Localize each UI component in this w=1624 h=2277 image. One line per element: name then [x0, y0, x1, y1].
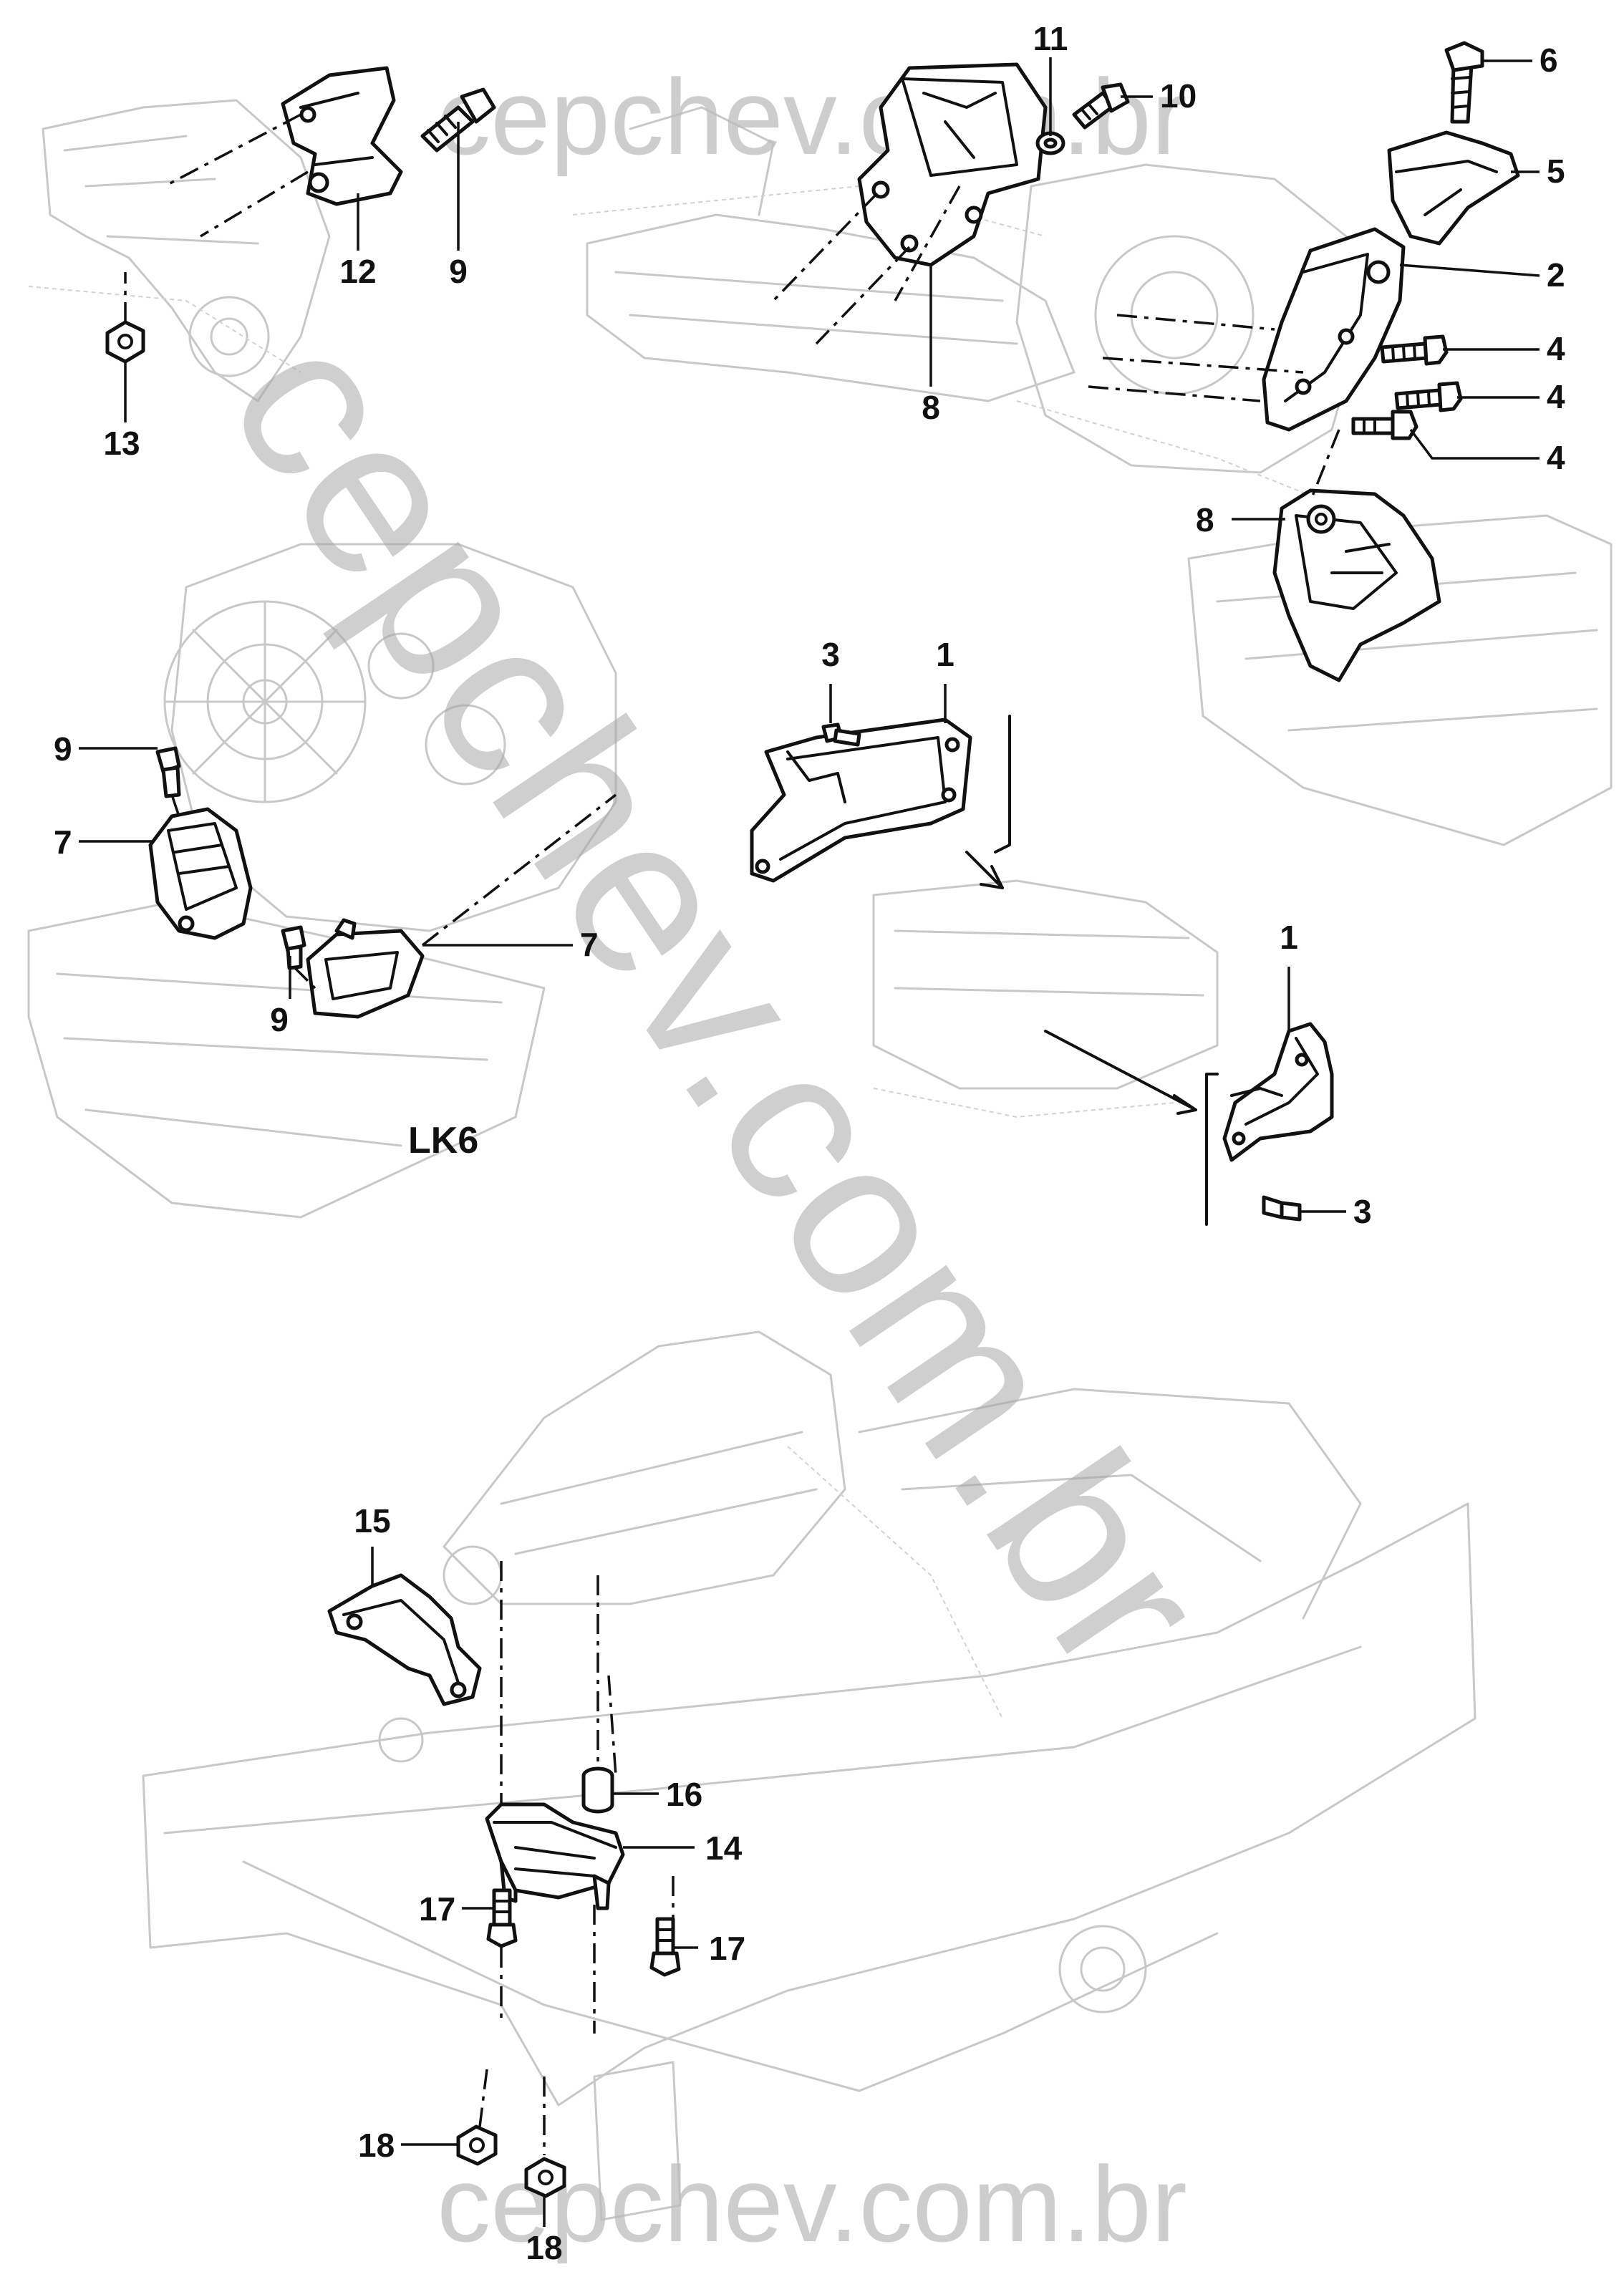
- part-10-bolt: [1072, 82, 1130, 130]
- callout-4-lower: 4: [1547, 439, 1565, 476]
- callout-8-top: 8: [922, 389, 940, 426]
- align-line-2: [1088, 314, 1304, 402]
- watermark-top: cepchev.com.br: [437, 57, 1187, 177]
- part-4-bolt-middle: [1394, 381, 1463, 412]
- callout-15: 15: [354, 1502, 390, 1539]
- part-4-bolt-upper: [1380, 334, 1449, 366]
- callout-17-right: 17: [709, 1930, 745, 1967]
- align-line-lk6: [170, 793, 617, 990]
- part-3-bolt-center-upper: [821, 722, 861, 747]
- callout-2: 2: [1547, 256, 1565, 294]
- part-17-bolt-left: [486, 1888, 518, 1948]
- align-line-8-right: [1309, 429, 1340, 502]
- part-2-transmission-bracket: [1262, 227, 1406, 432]
- part-13-nut: [105, 320, 145, 364]
- callout-6: 6: [1540, 42, 1558, 79]
- callout-17-left: 17: [419, 1890, 455, 1928]
- callout-9-top: 9: [449, 253, 468, 290]
- ghost-frame-top-left: [28, 99, 331, 402]
- callout-9-lk6-lower: 9: [270, 1001, 289, 1038]
- part-6-bolt: [1444, 41, 1484, 124]
- part-15-transmission-support-plate: [327, 1573, 482, 1706]
- leader-lines: [79, 57, 1540, 2227]
- part-9-bolt-lk6-upper: [155, 746, 181, 798]
- callout-1-lower: 1: [1280, 919, 1298, 956]
- detail-bracket-upper: [994, 715, 1011, 854]
- callout-10: 10: [1160, 77, 1197, 115]
- ghost-transmission-bottom: [443, 1330, 846, 1605]
- callout-7-lk6-right: 7: [580, 926, 599, 963]
- callout-4-middle: 4: [1547, 378, 1565, 415]
- ghost-chassis-frame-bottom: [142, 1388, 1476, 2221]
- detail-arrow-upper: [965, 851, 1004, 889]
- callout-12: 12: [339, 253, 376, 290]
- part-5-mount-cover: [1387, 130, 1520, 246]
- part-8-engine-mount-top: [857, 62, 1048, 267]
- part-12-engine-mount-bracket: [281, 66, 403, 206]
- part-16-spacer: [581, 1766, 614, 1814]
- callout-4-upper: 4: [1547, 330, 1565, 367]
- section-label-lk6: LK6: [408, 1120, 478, 1161]
- align-lines-bottom: [478, 1561, 675, 2155]
- part-4-bolt-lower: [1351, 410, 1418, 440]
- detail-bracket-lower: [1205, 1073, 1219, 1226]
- part-9-bolt-top: [420, 87, 496, 153]
- part-7-engine-mount-lk6-left: [148, 807, 253, 940]
- callout-18-left: 18: [358, 2127, 395, 2164]
- callout-11: 11: [1033, 20, 1068, 57]
- callout-3-upper: 3: [821, 636, 840, 673]
- part-11-washer: [1035, 131, 1065, 155]
- callout-labels: 12 9 13 8 11 10 6 5 2 4 4 4 8 3 1 1 3 9 …: [54, 20, 1565, 2266]
- callout-7-lk6-left: 7: [54, 823, 72, 861]
- part-1-transmission-support-lower: [1222, 1022, 1334, 1162]
- align-line-8-top: [772, 185, 961, 345]
- callout-16: 16: [666, 1776, 702, 1813]
- align-line-12: [164, 113, 309, 238]
- callout-5: 5: [1547, 153, 1565, 190]
- callout-13: 13: [103, 425, 140, 462]
- part-1-transmission-support-upper: [750, 717, 972, 883]
- part-18-nut-left: [456, 2124, 498, 2166]
- callout-8-right: 8: [1196, 501, 1214, 538]
- watermark-bottom: cepchev.com.br: [437, 2144, 1187, 2264]
- detail-arrow-lower: [1044, 1030, 1197, 1115]
- callout-14: 14: [705, 1829, 743, 1867]
- callout-3-lower: 3: [1353, 1193, 1372, 1230]
- part-9-bolt-lk6-lower: [281, 925, 306, 970]
- callout-1-upper: 1: [936, 636, 954, 673]
- callout-9-lk6-upper: 9: [54, 730, 72, 768]
- part-8-engine-mount-right: [1272, 488, 1441, 682]
- ghost-transmission-center-right: [872, 879, 1219, 1118]
- part-17-bolt-right: [649, 1917, 681, 1977]
- part-18-nut-right: [524, 2157, 566, 2198]
- part-3-bolt-center-lower: [1262, 1195, 1302, 1222]
- callout-18-right: 18: [526, 2229, 562, 2266]
- part-7-engine-mount-lk6-right: [306, 918, 425, 1019]
